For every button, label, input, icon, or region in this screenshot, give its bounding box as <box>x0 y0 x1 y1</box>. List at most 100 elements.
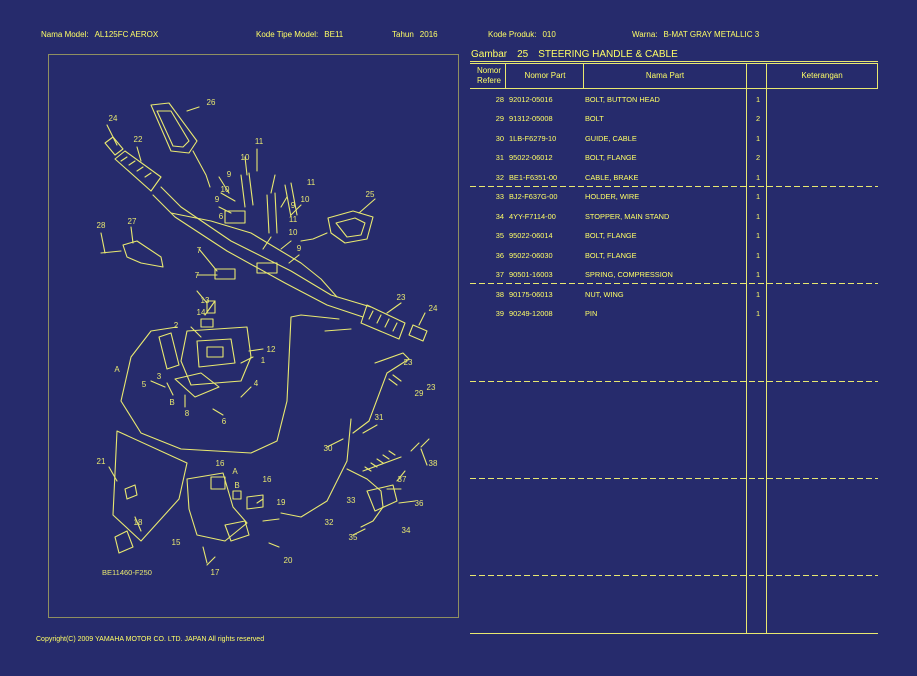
callout-9d: 9 <box>297 244 302 253</box>
callout-16a: 16 <box>216 459 225 468</box>
callout-28: 28 <box>97 221 106 230</box>
callout-36: 36 <box>415 499 424 508</box>
quantity: 1 <box>755 95 761 104</box>
table-row[interactable]: 28 92012-05016 BOLT, BUTTON HEAD 1 <box>470 95 766 109</box>
callout-17: 17 <box>211 568 220 577</box>
table-row[interactable]: 38 90175-06013 NUT, WING 1 <box>470 290 766 304</box>
callout-B-left: B <box>169 398 174 407</box>
part-name: BOLT <box>585 114 604 123</box>
callout-3: 3 <box>157 372 162 381</box>
column-header-ref-line1: Nomor <box>476 66 501 75</box>
ref-number: 30 <box>495 134 504 143</box>
model-label: Nama Model: <box>41 30 89 39</box>
table-row[interactable]: 31 95022-06012 BOLT, FLANGE 2 <box>470 153 766 167</box>
part-number: BE1-F6351-00 <box>509 173 558 182</box>
callout-30: 30 <box>324 444 333 453</box>
callout-29: 29 <box>415 389 424 398</box>
type-value: BE11 <box>324 30 344 39</box>
table-row[interactable]: 29 91312-05008 BOLT 2 <box>470 114 766 128</box>
callout-38: 38 <box>429 459 438 468</box>
color-value: B-MAT GRAY METALLIC 3 <box>663 30 760 39</box>
table-row[interactable]: 34 4YY-F7114-00 STOPPER, MAIN STAND 1 <box>470 212 766 226</box>
callout-11b: 11 <box>307 178 316 187</box>
callout-9b: 9 <box>215 195 220 204</box>
callout-10b: 10 <box>221 185 230 194</box>
quantity: 2 <box>755 114 761 123</box>
color-label: Warna: <box>632 30 658 39</box>
callout-18: 18 <box>134 518 143 527</box>
callout-1: 1 <box>261 356 266 365</box>
callout-15: 15 <box>172 538 181 547</box>
ref-number: 28 <box>495 95 504 104</box>
part-number: 95022-06012 <box>509 153 553 162</box>
table-row[interactable]: 37 90501-16003 SPRING, COMPRESSION 1 <box>470 270 766 284</box>
column-header-name: Nama Part <box>645 71 685 80</box>
table-row[interactable]: 32 BE1-F6351-00 CABLE, BRAKE 1 <box>470 173 766 187</box>
part-name: BOLT, FLANGE <box>585 231 637 240</box>
quantity: 1 <box>755 251 761 260</box>
callout-31: 31 <box>375 413 384 422</box>
callout-6b: 6 <box>222 417 227 426</box>
ref-number: 36 <box>495 251 504 260</box>
callout-8: 8 <box>185 409 190 418</box>
part-name: BOLT, FLANGE <box>585 251 637 260</box>
quantity: 1 <box>755 212 761 221</box>
quantity: 1 <box>755 270 761 279</box>
copyright-notice: Copyright(C) 2009 YAMAHA MOTOR CO. LTD. … <box>36 636 265 643</box>
callout-9c: 9 <box>291 201 296 210</box>
part-name: SPRING, COMPRESSION <box>585 270 673 279</box>
callout-22: 22 <box>134 135 143 144</box>
callout-33: 33 <box>347 496 356 505</box>
table-row[interactable]: 39 90249-12008 PIN 1 <box>470 309 766 323</box>
callout-13: 13 <box>201 296 210 305</box>
quantity: 2 <box>755 153 761 162</box>
color-info: Warna: B-MAT GRAY METALLIC 3 <box>632 30 759 39</box>
product-label: Kode Produk: <box>488 30 537 39</box>
ref-number: 29 <box>495 114 504 123</box>
model-info: Nama Model:AL125FC AEROX <box>41 30 158 39</box>
part-number: 95022-06014 <box>509 231 553 240</box>
callout-5: 5 <box>142 380 147 389</box>
part-number: 91312-05008 <box>509 114 553 123</box>
table-row[interactable]: 30 1LB-F6279-10 GUIDE, CABLE 1 <box>470 134 766 148</box>
parts-table-grid <box>470 61 878 634</box>
part-number: BJ2-F637G-00 <box>509 192 558 201</box>
callout-24b: 24 <box>429 304 438 313</box>
part-name: GUIDE, CABLE <box>585 134 637 143</box>
part-number: 92012-05016 <box>509 95 553 104</box>
exploded-view-drawing: 26 24 22 11 10 9 10 9 6 11 10 9 25 11 10… <box>97 98 438 577</box>
column-header-part-no: Nomor Part <box>524 71 566 80</box>
part-number: 4YY-F7114-00 <box>509 212 556 221</box>
product-value: 010 <box>542 30 556 39</box>
part-name: STOPPER, MAIN STAND <box>585 212 670 221</box>
callout-7a: 7 <box>197 246 202 255</box>
figure-number: 25 <box>517 49 529 60</box>
callout-B-right: B <box>234 481 239 490</box>
callout-9a: 9 <box>227 170 232 179</box>
callout-7b: 7 <box>195 271 200 280</box>
ref-number: 33 <box>495 192 504 201</box>
callout-23a: 23 <box>397 293 406 302</box>
callout-32: 32 <box>325 518 334 527</box>
figure-name: STEERING HANDLE & CABLE <box>538 49 678 60</box>
callout-21: 21 <box>97 457 106 466</box>
table-row[interactable]: 35 95022-06014 BOLT, FLANGE 1 <box>470 231 766 245</box>
part-number: 90501-16003 <box>509 270 553 279</box>
table-row[interactable]: 33 BJ2-F637G-00 HOLDER, WIRE 1 <box>470 192 766 206</box>
quantity: 1 <box>755 231 761 240</box>
quantity: 1 <box>755 192 761 201</box>
column-header-ref: Nomor Refere <box>471 66 507 85</box>
callout-23b: 23 <box>404 358 413 367</box>
part-name: HOLDER, WIRE <box>585 192 640 201</box>
callout-11c: 11 <box>289 215 298 224</box>
callout-26: 26 <box>207 98 216 107</box>
callout-35: 35 <box>349 533 358 542</box>
callout-10c: 10 <box>301 195 310 204</box>
table-row[interactable]: 36 95022-06030 BOLT, FLANGE 1 <box>470 251 766 265</box>
callout-24: 24 <box>109 114 118 123</box>
callout-4: 4 <box>254 379 259 388</box>
callout-16b: 16 <box>263 475 272 484</box>
part-name: BOLT, BUTTON HEAD <box>585 95 660 104</box>
